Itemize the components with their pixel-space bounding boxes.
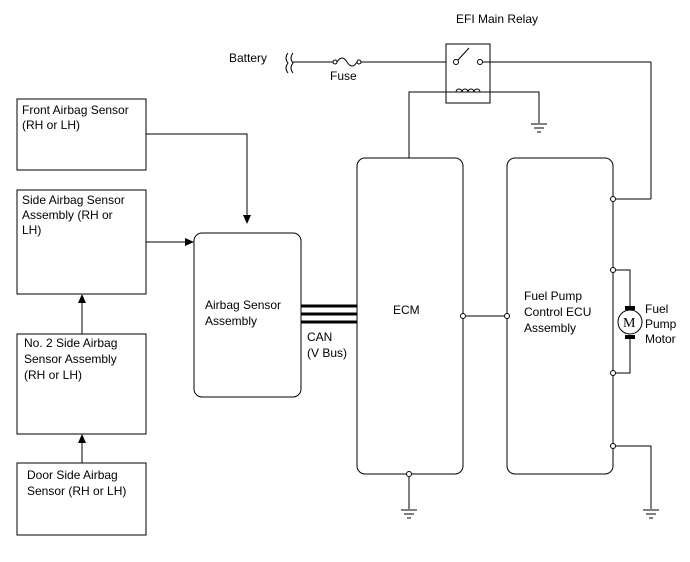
- pump-ecu-ground-terminal: [610, 443, 616, 449]
- efi-main-relay: [445, 43, 491, 104]
- motor-symbol-letter: M: [623, 316, 636, 331]
- battery-label: Battery: [229, 51, 267, 65]
- front-airbag-sensor-box: [16, 98, 147, 171]
- relay-ground-symbol: [531, 123, 547, 133]
- side-sensor-to-assembly-arrow: [146, 238, 194, 246]
- relay-coil: [455, 88, 481, 93]
- pump-ecu-motor-plus-terminal: [610, 267, 616, 273]
- can-bus-label: CAN (V Bus): [307, 330, 347, 360]
- front-airbag-sensor-label: Front Airbag Sensor (RH or LH): [22, 103, 132, 132]
- side-airbag-sensor-box: [16, 189, 147, 295]
- no2-side-airbag-sensor-label: No. 2 Side Airbag Sensor Assembly (RH or…: [24, 336, 121, 382]
- relay-coil-ground-wire: [484, 91, 540, 123]
- no2-sensor-to-side-sensor-arrow: [78, 294, 86, 334]
- side-airbag-sensor-label: Side Airbag Sensor Assembly (RH or LH): [22, 193, 128, 237]
- door-side-airbag-sensor-label: Door Side Airbag Sensor (RH or LH): [27, 468, 126, 498]
- battery-terminal-symbol: [285, 52, 294, 74]
- motor-minus-wire: [616, 336, 631, 374]
- no2-side-airbag-sensor-box: [16, 333, 147, 435]
- ecm-ground-symbol: [401, 509, 417, 519]
- ecm-ground-terminal: [406, 471, 412, 477]
- pump-ecu-motor-minus-terminal: [610, 370, 616, 376]
- pump-ecu-ground-symbol: [643, 509, 659, 519]
- pump-ecu-input-terminal: [504, 313, 510, 319]
- door-side-airbag-sensor-box: [16, 462, 147, 536]
- relay-switch-contact: [457, 47, 470, 61]
- pump-ecu-power-terminal: [610, 196, 616, 202]
- can-bus-lines: [301, 304, 357, 324]
- pump-ecu-ground-wire: [616, 445, 652, 509]
- door-sensor-to-no2-sensor-arrow: [78, 434, 86, 463]
- relay-coil-to-ecm-wire: [408, 91, 452, 158]
- fuel-pump-motor-label: Fuel Pump Motor: [645, 302, 680, 346]
- ecm-label: ECM: [393, 303, 420, 317]
- front-sensor-to-assembly-arrow: [146, 133, 251, 224]
- fuse-label: Fuse: [330, 69, 357, 83]
- airbag-sensor-assembly-label: Airbag Sensor Assembly: [205, 298, 284, 328]
- ecm-terminal: [460, 313, 466, 319]
- motor-plus-wire: [616, 269, 631, 309]
- efi-main-relay-label: EFI Main Relay: [456, 12, 538, 26]
- fuel-pump-control-ecu-label: Fuel Pump Control ECU Assembly: [524, 289, 595, 335]
- fuse-symbol: [332, 57, 362, 67]
- fuel-pump-motor-symbol: M: [617, 306, 643, 339]
